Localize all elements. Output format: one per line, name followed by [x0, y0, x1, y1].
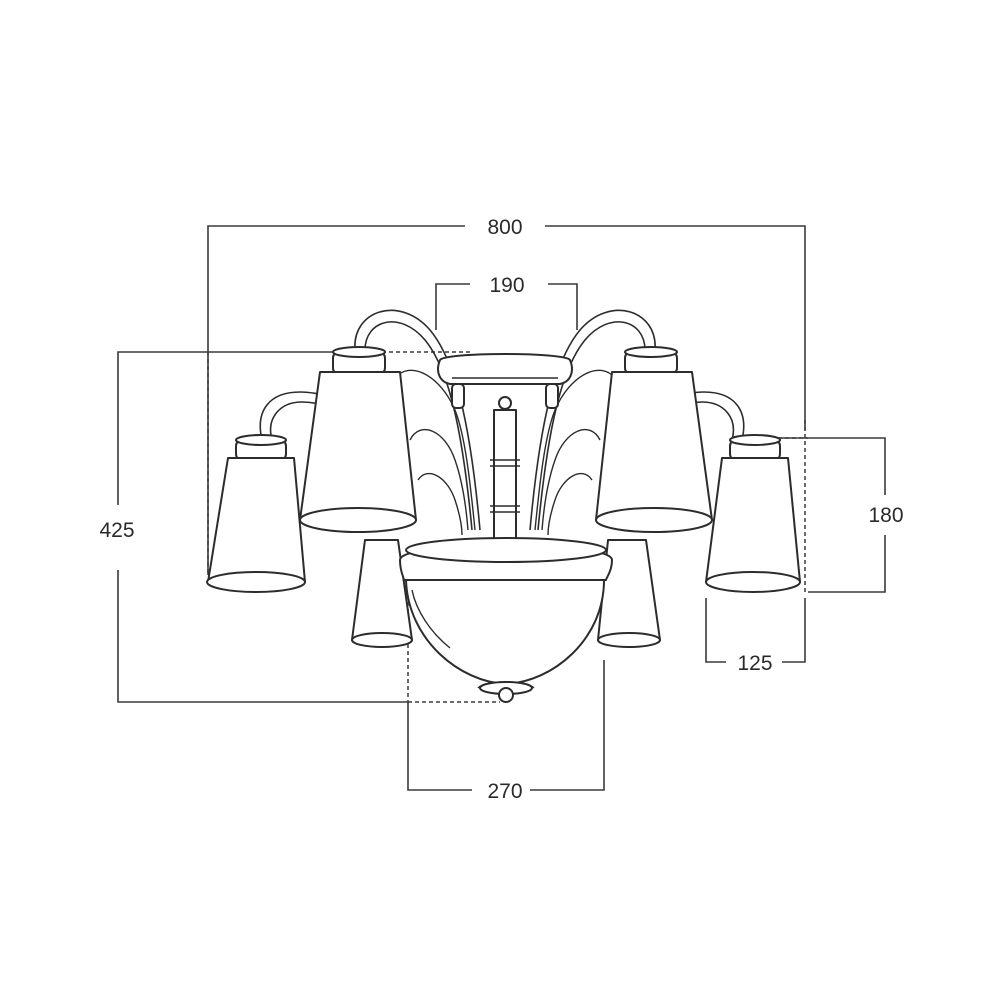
dim-label-overall-height: 425	[99, 519, 134, 542]
inner-arm-left-2	[409, 428, 469, 531]
dim-line-shade-diameter-left	[705, 598, 726, 663]
dim-line-canopy-left	[435, 283, 470, 330]
dim-line-overall-width-right	[545, 225, 806, 430]
central-bowl	[399, 537, 613, 703]
dim-label-shade-height: 180	[868, 504, 903, 527]
canopy-finial	[498, 396, 512, 410]
tall-arm-right-inner	[537, 321, 646, 531]
bowl-finial	[498, 687, 514, 703]
inner-arm-left-1	[394, 369, 476, 531]
shade-inner-right	[595, 346, 713, 533]
dim-label-overall-width: 800	[487, 216, 522, 239]
dim-label-canopy-width: 190	[489, 274, 524, 297]
dim-line-shade-height-top	[775, 437, 886, 495]
dim-line-bowl-left	[407, 702, 472, 791]
inner-arm-left-3	[417, 472, 463, 536]
inner-arm-right-2	[541, 428, 601, 531]
canopy-post-right	[545, 383, 559, 409]
canopy-post-left	[451, 383, 465, 409]
dim-label-shade-diameter: 125	[737, 652, 772, 675]
chandelier	[206, 309, 801, 703]
dim-line-height-bottom	[117, 570, 408, 703]
ceiling-canopy	[437, 353, 573, 385]
shade-outer-left	[206, 434, 306, 593]
dim-line-height-top	[117, 351, 340, 505]
dim-label-bowl-diameter: 270	[487, 780, 522, 803]
inner-arm-right-1	[534, 369, 616, 531]
shade-back-left	[351, 539, 413, 648]
tall-arm-right	[529, 309, 656, 531]
dim-line-canopy-right	[548, 283, 578, 330]
dim-line-shade-height-bottom	[808, 535, 886, 593]
shade-inner-left	[299, 346, 417, 533]
dim-line-shade-diameter-right	[782, 598, 806, 663]
dimension-labels: 800 190 425 180 125 270	[99, 216, 903, 803]
shade-outer-right	[705, 434, 801, 593]
tall-arm-left-inner	[364, 321, 473, 531]
tall-arm-left	[354, 309, 481, 531]
dim-line-bowl-right	[530, 660, 605, 791]
central-stem	[493, 409, 517, 541]
inner-arm-right-3	[547, 472, 593, 536]
